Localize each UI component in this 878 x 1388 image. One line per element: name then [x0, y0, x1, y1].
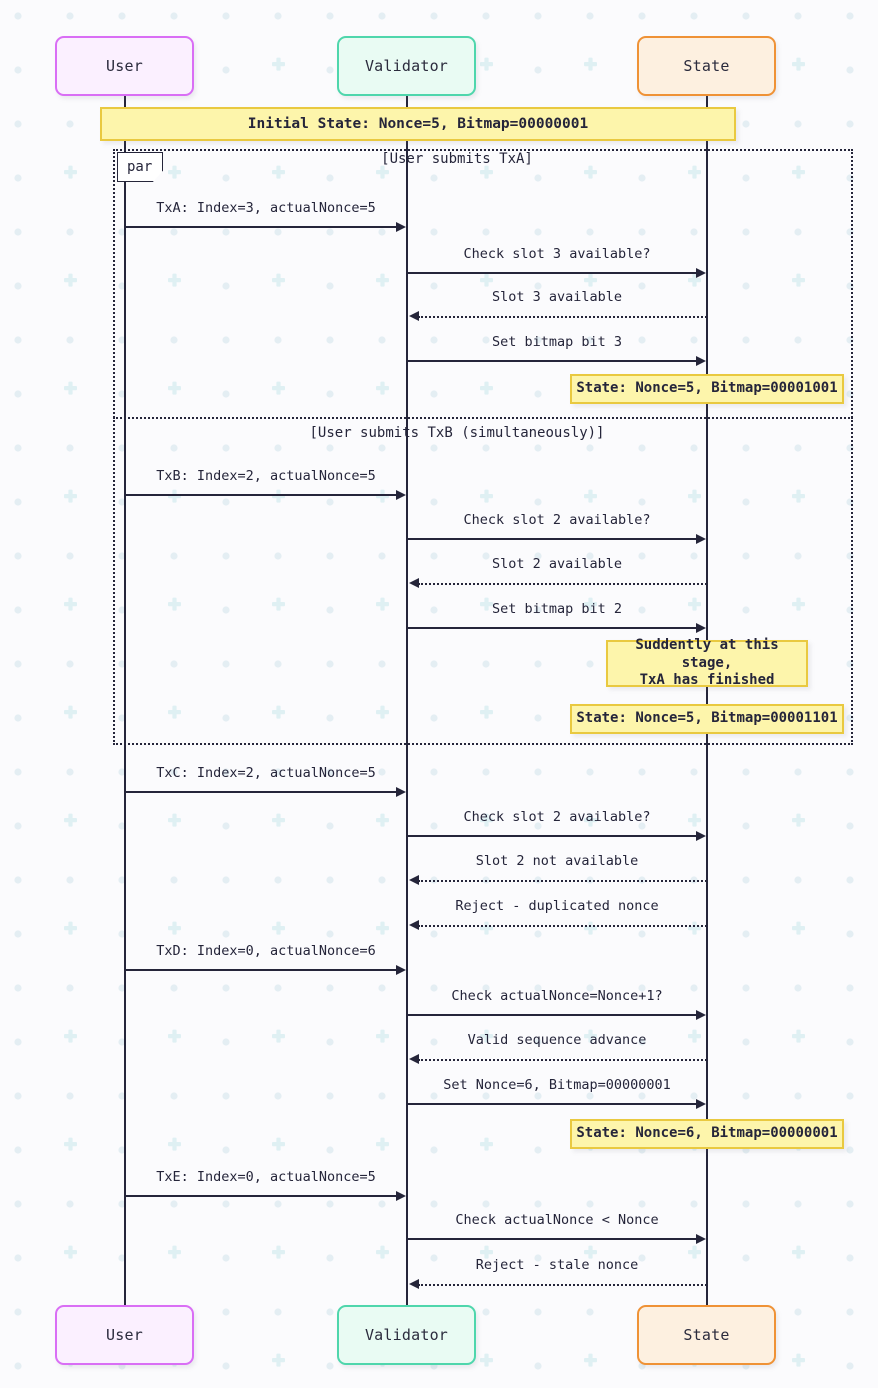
message-label-m11: Slot 2 not available: [475, 853, 639, 869]
message-arrow-m3: [409, 311, 419, 321]
message-arrow-m16: [696, 1099, 706, 1109]
message-label-m16: Set Nonce=6, Bitmap=00000001: [443, 1077, 671, 1093]
note-txa-finished: Suddently at this stage, TxA has finishe…: [606, 637, 808, 688]
note-state-after-txd: State: Nonce=6, Bitmap=00000001: [570, 1119, 844, 1149]
message-line-m4: [407, 360, 697, 362]
message-line-m1: [125, 226, 397, 228]
message-arrow-m7: [409, 578, 419, 588]
message-line-m14: [407, 1014, 697, 1016]
actor-validator-bottom[interactable]: Validator: [337, 1305, 476, 1365]
message-label-m18: Check actualNonce < Nonce: [455, 1212, 659, 1228]
message-label-m13: TxD: Index=0, actualNonce=6: [156, 943, 376, 959]
par-keyword-text: par: [127, 159, 153, 175]
message-line-m18: [407, 1238, 697, 1240]
message-label-m6: Check slot 2 available?: [463, 512, 651, 528]
actor-validator-label-bottom: Validator: [364, 1326, 449, 1344]
actor-state-label: State: [683, 57, 730, 75]
message-line-m3: [418, 316, 707, 318]
note-initial-state: Initial State: Nonce=5, Bitmap=00000001: [100, 107, 736, 141]
message-line-m10: [407, 835, 697, 837]
message-arrow-m14: [696, 1010, 706, 1020]
actor-user-label: User: [106, 57, 143, 75]
message-arrow-m15: [409, 1054, 419, 1064]
message-line-m12: [418, 925, 707, 927]
actor-user-label-bottom: User: [106, 1326, 143, 1344]
actor-validator-label: Validator: [364, 57, 449, 75]
actor-user-top[interactable]: User: [55, 36, 194, 96]
par-branch-divider: [113, 417, 853, 419]
message-label-m1: TxA: Index=3, actualNonce=5: [156, 200, 376, 216]
message-line-m16: [407, 1103, 697, 1105]
message-label-m10: Check slot 2 available?: [463, 809, 651, 825]
message-line-m7: [418, 583, 707, 585]
message-label-m7: Slot 2 available: [491, 556, 623, 572]
message-label-m9: TxC: Index=2, actualNonce=5: [156, 765, 376, 781]
actor-state-bottom[interactable]: State: [637, 1305, 776, 1365]
par-keyword-label[interactable]: par: [117, 152, 163, 182]
message-label-m15: Valid sequence advance: [467, 1032, 647, 1048]
message-arrow-m4: [696, 356, 706, 366]
message-arrow-m8: [696, 623, 706, 633]
message-arrow-m11: [409, 875, 419, 885]
actor-validator-top[interactable]: Validator: [337, 36, 476, 96]
actor-user-bottom[interactable]: User: [55, 1305, 194, 1365]
message-line-m2: [407, 272, 697, 274]
message-label-m17: TxE: Index=0, actualNonce=5: [156, 1169, 376, 1185]
message-label-m2: Check slot 3 available?: [463, 246, 651, 262]
message-line-m19: [418, 1284, 707, 1286]
message-line-m15: [418, 1059, 707, 1061]
message-line-m9: [125, 791, 397, 793]
message-arrow-m10: [696, 831, 706, 841]
message-line-m8: [407, 627, 697, 629]
par-branch-1-condition: [User submits TxA]: [381, 151, 533, 167]
note-state-after-txa: State: Nonce=5, Bitmap=00001001: [570, 374, 844, 404]
message-arrow-m13: [396, 965, 406, 975]
message-label-m8: Set bitmap bit 2: [491, 601, 623, 617]
message-arrow-m19: [409, 1279, 419, 1289]
message-arrow-m18: [696, 1234, 706, 1244]
message-line-m5: [125, 494, 397, 496]
message-label-m12: Reject - duplicated nonce: [455, 898, 659, 914]
message-arrow-m17: [396, 1191, 406, 1201]
actor-state-label-bottom: State: [683, 1326, 730, 1344]
note-state-after-txb: State: Nonce=5, Bitmap=00001101: [570, 704, 844, 734]
message-arrow-m1: [396, 222, 406, 232]
par-branch-2-condition: [User submits TxB (simultaneously)]: [309, 425, 605, 441]
message-line-m13: [125, 969, 397, 971]
message-arrow-m9: [396, 787, 406, 797]
message-label-m14: Check actualNonce=Nonce+1?: [451, 988, 663, 1004]
message-label-m5: TxB: Index=2, actualNonce=5: [156, 468, 376, 484]
message-line-m6: [407, 538, 697, 540]
message-arrow-m6: [696, 534, 706, 544]
actor-state-top[interactable]: State: [637, 36, 776, 96]
message-label-m3: Slot 3 available: [491, 289, 623, 305]
message-line-m17: [125, 1195, 397, 1197]
message-arrow-m12: [409, 920, 419, 930]
message-arrow-m5: [396, 490, 406, 500]
message-line-m11: [418, 880, 707, 882]
message-label-m4: Set bitmap bit 3: [491, 334, 623, 350]
message-label-m19: Reject - stale nonce: [475, 1257, 639, 1273]
message-arrow-m2: [696, 268, 706, 278]
